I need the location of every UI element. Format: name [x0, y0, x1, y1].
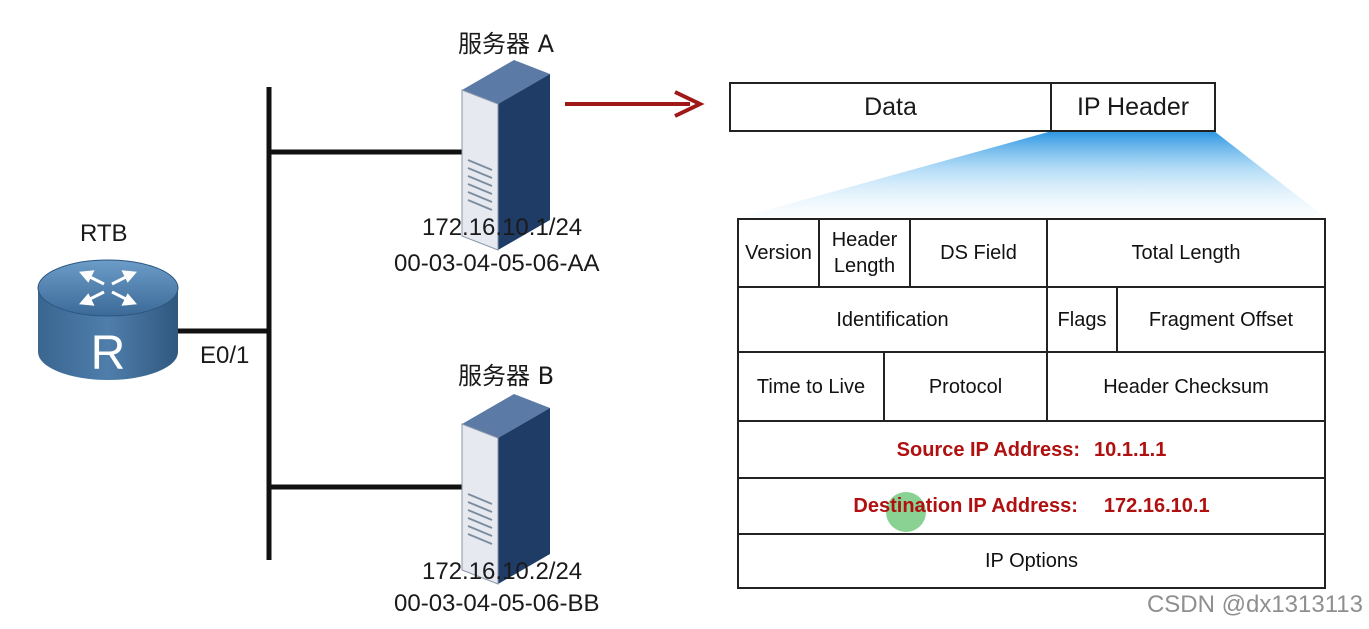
field-ds: DS Field — [940, 242, 1017, 264]
server-b-title: 服务器 B — [458, 362, 555, 390]
source-ip-label: Source IP Address: — [896, 438, 1081, 461]
cursor-highlight — [886, 492, 926, 532]
router-label: RTB — [80, 220, 128, 247]
server-a-ip: 172.16.10.1/24 — [422, 214, 583, 241]
field-header-checksum: Header Checksum — [1103, 375, 1269, 398]
destination-ip-label: Destination IP Address: — [853, 495, 1078, 517]
field-flags: Flags — [1057, 308, 1107, 331]
destination-ip-value: 172.16.10.1 — [1103, 495, 1210, 517]
field-version: Version — [745, 242, 812, 264]
ip-header-table-grid — [737, 218, 1326, 589]
field-header-length-line1: Header — [831, 229, 898, 251]
field-identification: Identification — [836, 308, 949, 331]
source-ip-value: 10.1.1.1 — [1094, 438, 1167, 461]
field-ip-options: IP Options — [984, 550, 1079, 572]
arrow-icon — [565, 90, 705, 118]
server-icon — [461, 60, 550, 251]
packet-ip-header-box: IP Header — [1050, 82, 1216, 132]
field-source-ip: Source IP Address: 10.1.1.1 — [738, 421, 1325, 478]
field-destination-ip: Destination IP Address: 172.16.10.1 — [738, 478, 1325, 534]
field-header-length-line2: Length — [833, 255, 896, 277]
interface-label: E0/1 — [200, 342, 250, 369]
server-b-ip: 172.16.10.2/24 — [422, 558, 583, 585]
server-icon — [461, 394, 550, 585]
network-links — [178, 87, 465, 560]
field-header-length: Header Length — [819, 219, 910, 287]
field-protocol: Protocol — [928, 375, 1003, 398]
field-total-length: Total Length — [1131, 242, 1241, 264]
watermark-text: CSDN @dx1313113 — [1146, 591, 1363, 618]
svg-text:R: R — [91, 327, 126, 380]
server-b-mac: 00-03-04-05-06-BB — [394, 590, 600, 617]
field-fragment-offset: Fragment Offset — [1148, 308, 1294, 331]
router-icon: R — [37, 259, 179, 380]
header-callout — [738, 131, 1326, 218]
server-a-mac: 00-03-04-05-06-AA — [394, 250, 600, 277]
packet-data-box: Data — [729, 82, 1052, 132]
server-a-title: 服务器 A — [458, 30, 555, 58]
field-ttl: Time to Live — [756, 375, 866, 398]
